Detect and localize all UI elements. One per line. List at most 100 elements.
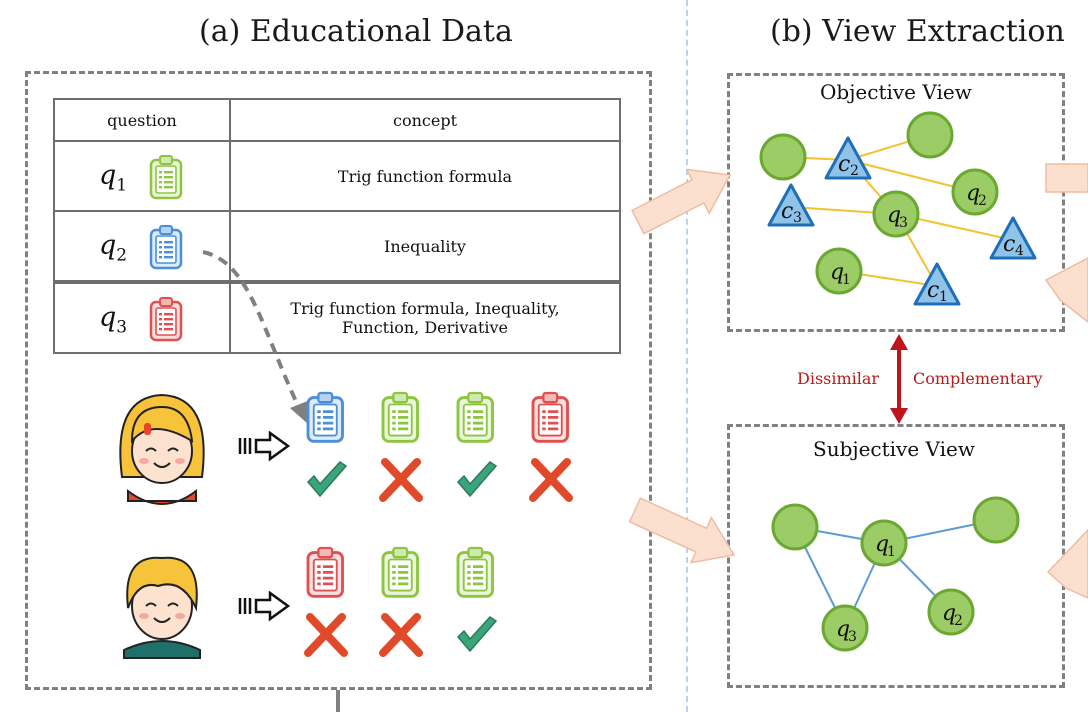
boy-student-avatar <box>123 556 201 659</box>
clipboard-svg <box>149 155 183 200</box>
node-subscript: 3 <box>899 215 908 231</box>
pointer-arrow-icon <box>238 430 291 462</box>
node-subscript: 1 <box>842 272 851 288</box>
question-node-q1: q1 <box>860 519 908 567</box>
node-label: c <box>927 278 939 303</box>
complementary-label: Complementary <box>913 369 1043 388</box>
concept-line: Function, Derivative <box>341 318 509 337</box>
check-icon <box>306 461 348 498</box>
panel-b-title: (b) View Extraction <box>770 14 1065 49</box>
pointer-arrow-icon <box>238 590 291 622</box>
relation-arrow-down-head <box>890 408 908 424</box>
check-icon <box>456 461 498 498</box>
question-node-q1: q1 <box>815 247 863 295</box>
cross-icon <box>379 458 423 502</box>
cross-icon <box>379 613 423 657</box>
student-responses <box>119 391 573 659</box>
clipboard-icon <box>531 391 569 443</box>
question-node-q2: q2 <box>927 588 975 636</box>
user-node <box>759 133 807 181</box>
cross-icon <box>304 613 348 657</box>
question-node-q3: q3 <box>821 604 869 652</box>
table-header-row: question concept <box>53 98 621 142</box>
node-subscript: 4 <box>1015 243 1024 259</box>
node-label: q <box>887 203 901 228</box>
node-label: c <box>838 152 850 177</box>
clipboard-icon <box>306 546 344 598</box>
question-label: q2 <box>99 230 128 266</box>
question-node-q3: q3 <box>872 190 920 238</box>
decorations <box>202 250 908 712</box>
node-subscript: 2 <box>850 163 859 179</box>
objective-view-frame <box>727 73 1065 332</box>
clipboard-svg <box>149 225 183 270</box>
flow-arrows <box>628 163 1088 599</box>
objective-view-title: Objective View <box>820 80 972 104</box>
clipboard-icon <box>149 297 183 342</box>
question-label: q1 <box>99 160 128 196</box>
question-cell: q1 <box>53 140 231 212</box>
node-subscript: 2 <box>978 193 987 209</box>
table-row: q1 Trig function formula <box>53 140 621 212</box>
user-node <box>906 111 954 159</box>
clipboard-svg <box>149 297 183 342</box>
concept-cell: Trig function formula, Inequality, Funct… <box>229 280 621 354</box>
node-subscript: 1 <box>939 289 948 305</box>
dashed-link-arrowhead <box>290 400 310 424</box>
node-label: c <box>781 199 793 224</box>
clipboard-icon <box>149 224 183 274</box>
flow-arrow-to-objective <box>631 168 732 235</box>
question-column-header: question <box>53 98 231 142</box>
concept-line: Trig function formula, Inequality, <box>290 299 560 318</box>
flow-arrow-out-top <box>1045 163 1088 193</box>
node-label: q <box>836 617 850 642</box>
dissimilar-label: Dissimilar <box>797 369 880 388</box>
clipboard-icon <box>456 546 494 598</box>
girl-student-avatar <box>119 393 205 505</box>
dashed-link-arrow <box>202 250 302 411</box>
flow-arrow-to-subjective <box>628 497 736 564</box>
node-subscript: 2 <box>954 613 963 629</box>
relation-arrow-up-head <box>890 334 908 350</box>
user-node <box>972 496 1020 544</box>
node-label: q <box>942 601 956 626</box>
table-row: q3 Trig function formula, Inequality, Fu… <box>53 280 621 354</box>
node-label: c <box>1003 232 1015 257</box>
concept-column-header: concept <box>229 98 621 142</box>
node-subscript: 1 <box>887 544 896 560</box>
check-icon <box>456 616 498 653</box>
panel-separator <box>686 0 688 712</box>
node-label: q <box>830 260 844 285</box>
user-node <box>771 503 819 551</box>
node-label: q <box>966 181 980 206</box>
clipboard-icon <box>149 225 183 270</box>
node-subscript: 3 <box>793 210 802 226</box>
clipboard-icon <box>149 155 183 200</box>
concept-cell: Trig function formula <box>229 140 621 212</box>
clipboard-icon <box>149 154 183 204</box>
educational-data-frame <box>25 71 652 690</box>
question-cell: q3 <box>53 280 231 354</box>
node-label: q <box>875 532 889 557</box>
question-node-q2: q2 <box>951 168 999 216</box>
node-subscript: 3 <box>848 629 857 645</box>
table-row: q2 Inequality <box>53 210 621 283</box>
clipboard-icon <box>381 391 419 443</box>
clipboard-icon <box>381 546 419 598</box>
cross-icon <box>529 458 573 502</box>
question-label: q3 <box>99 302 128 338</box>
panel-a-title: (a) Educational Data <box>199 14 513 49</box>
clipboard-icon <box>149 296 183 346</box>
flow-arrow-out-middle <box>1044 257 1088 323</box>
clipboard-icon <box>456 391 494 443</box>
concept-cell: Inequality <box>229 210 621 283</box>
flow-arrow-out-bottom <box>1046 528 1088 599</box>
subjective-view-title: Subjective View <box>813 437 975 461</box>
